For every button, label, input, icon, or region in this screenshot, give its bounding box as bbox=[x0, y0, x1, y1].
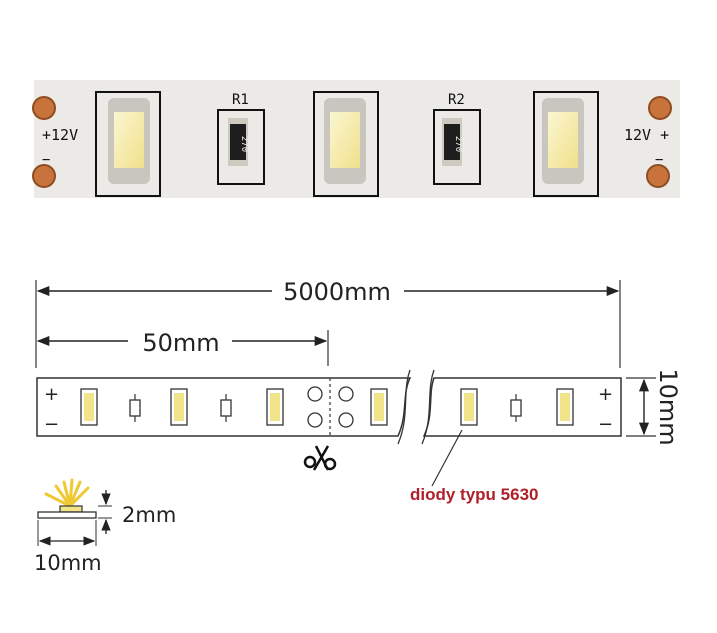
light-rays-icon bbox=[44, 478, 90, 508]
led-side-profile: 2mm 10mm bbox=[34, 478, 176, 575]
segment-length-dimension: 50mm bbox=[36, 329, 329, 366]
solder-pad-plus-right bbox=[648, 96, 672, 120]
strip-photo: +12V − R1 270 R2 270 bbox=[32, 80, 680, 198]
diode-annotation: diody typu 5630 bbox=[410, 429, 538, 504]
segment-length-label: 50mm bbox=[142, 329, 219, 357]
schematic-led bbox=[170, 388, 188, 426]
resistor-label: R2 bbox=[448, 92, 465, 108]
strip-plus-right: + bbox=[598, 384, 613, 405]
schematic-resistor bbox=[129, 394, 141, 422]
cut-point-pads bbox=[307, 386, 354, 428]
total-length-dimension: 5000mm bbox=[35, 278, 621, 368]
resistor-label: R1 bbox=[232, 92, 249, 108]
schematic-led bbox=[80, 388, 98, 426]
schematic-resistor bbox=[510, 394, 522, 422]
strip-plus-left: + bbox=[44, 384, 59, 405]
schematic-led bbox=[370, 388, 388, 426]
photo-led bbox=[313, 91, 379, 197]
left-minus-label: − bbox=[42, 152, 50, 168]
right-minus-label: − bbox=[655, 152, 663, 168]
led-width-label: 10mm bbox=[34, 551, 102, 575]
photo-led bbox=[95, 91, 161, 197]
schematic-resistor bbox=[220, 394, 232, 422]
resistor-code: 270 bbox=[239, 136, 249, 152]
strip-width-dimension: 10mm bbox=[626, 368, 682, 446]
total-length-label: 5000mm bbox=[283, 278, 391, 306]
schematic-led bbox=[266, 388, 284, 426]
right-voltage-label: 12V + bbox=[624, 126, 669, 144]
break-mark bbox=[397, 369, 411, 445]
left-voltage-label: +12V bbox=[42, 126, 78, 144]
solder-pad-minus-right bbox=[646, 164, 670, 188]
schematic-led bbox=[460, 388, 478, 426]
schematic-led bbox=[556, 388, 574, 426]
scissors-icon bbox=[303, 445, 337, 471]
strip-schematic: + − + − bbox=[36, 369, 622, 445]
photo-led bbox=[533, 91, 599, 197]
diode-type-label: diody typu 5630 bbox=[410, 485, 538, 504]
photo-resistor-r2: R2 270 bbox=[433, 92, 481, 185]
strip-minus-right: − bbox=[598, 414, 613, 435]
strip-minus-left: − bbox=[44, 414, 59, 435]
photo-resistor-r1: R1 270 bbox=[217, 92, 265, 185]
break-mark bbox=[421, 369, 435, 445]
solder-pad-plus-left bbox=[32, 96, 56, 120]
led-height-label: 2mm bbox=[122, 503, 176, 527]
resistor-code: 270 bbox=[453, 136, 463, 152]
strip-width-label: 10mm bbox=[654, 368, 682, 445]
solder-pad-minus-left bbox=[32, 164, 56, 188]
